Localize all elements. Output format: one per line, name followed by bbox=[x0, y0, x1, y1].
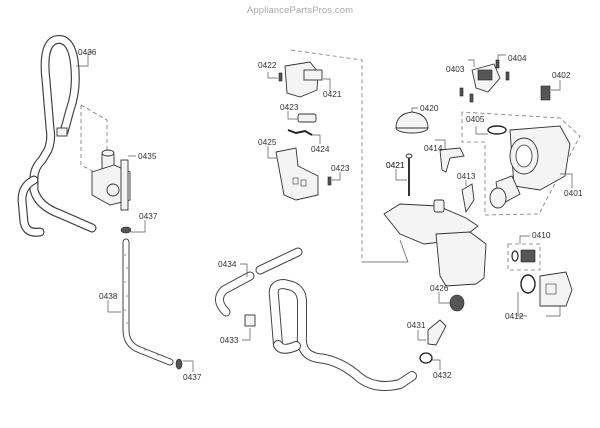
screw-0423-lower[interactable] bbox=[327, 176, 332, 186]
clamp-0413[interactable] bbox=[461, 183, 475, 214]
valve-0410[interactable] bbox=[511, 249, 536, 263]
label-0403[interactable]: 0403 bbox=[446, 64, 465, 74]
drain-hose-0436[interactable] bbox=[17, 34, 97, 237]
sump-base bbox=[383, 199, 487, 287]
hose-clip-0431[interactable] bbox=[427, 319, 447, 346]
label-0422[interactable]: 0421 bbox=[323, 89, 342, 99]
label-0438[interactable]: 0438 bbox=[99, 291, 118, 301]
label-0423-lower[interactable]: 0423 bbox=[331, 163, 350, 173]
drain-hose-loop bbox=[268, 279, 417, 391]
filter-0430[interactable] bbox=[449, 294, 465, 312]
drain-pump-0412[interactable] bbox=[520, 271, 573, 307]
watermark: AppliancePartsPros.com bbox=[246, 5, 354, 16]
screw-0423-upper[interactable] bbox=[278, 72, 283, 82]
cover-0426[interactable] bbox=[275, 147, 319, 201]
switch-0424[interactable] bbox=[297, 113, 317, 123]
screw-0404[interactable] bbox=[459, 59, 510, 103]
rod-0421[interactable] bbox=[405, 153, 413, 196]
seal-ring-0405[interactable] bbox=[487, 125, 507, 135]
label-0413[interactable]: 0413 bbox=[457, 171, 476, 181]
circulation-pump-0401[interactable] bbox=[489, 125, 571, 209]
pump-flange-0403[interactable] bbox=[471, 63, 501, 93]
hose-clamp-0437-upper[interactable] bbox=[120, 226, 132, 234]
hose-clamp-0433[interactable] bbox=[244, 314, 256, 327]
housing-0422[interactable] bbox=[284, 61, 323, 98]
connector-hose-0434[interactable] bbox=[215, 247, 303, 317]
label-0421[interactable]: 0421 bbox=[386, 160, 405, 170]
bracket-0414[interactable] bbox=[439, 147, 465, 173]
hose-clamp-0437-lower[interactable] bbox=[175, 358, 183, 370]
label-0434[interactable]: 0434 bbox=[218, 259, 237, 269]
label-0425[interactable]: 0424 bbox=[311, 144, 330, 154]
label-0405[interactable]: 0405 bbox=[466, 114, 485, 124]
label-0433[interactable]: 0433 bbox=[220, 335, 239, 345]
label-0423-upper[interactable]: 0422 bbox=[258, 60, 277, 70]
label-0432[interactable]: 0432 bbox=[433, 370, 452, 380]
cap-0420[interactable] bbox=[395, 111, 429, 134]
label-0420[interactable]: 0420 bbox=[420, 103, 439, 113]
o-ring-0432[interactable] bbox=[419, 352, 433, 364]
label-0436[interactable]: 0436 bbox=[78, 47, 97, 57]
label-0401[interactable]: 0401 bbox=[564, 188, 583, 198]
label-0421-text[interactable]: 0421 bbox=[386, 160, 405, 170]
label-0426[interactable]: 0425 bbox=[258, 137, 277, 147]
label-0430[interactable]: 0426 bbox=[430, 283, 449, 293]
vent-hose-0438[interactable] bbox=[122, 238, 174, 366]
check-valve-0435[interactable] bbox=[91, 149, 131, 211]
label-0431[interactable]: 0431 bbox=[407, 320, 426, 330]
clip-0402[interactable] bbox=[540, 85, 551, 101]
label-0435[interactable]: 0435 bbox=[138, 151, 157, 161]
wire-clip-0425[interactable] bbox=[287, 129, 313, 136]
label-0437-upper[interactable]: 0437 bbox=[139, 211, 158, 221]
label-0412[interactable]: 0412 bbox=[505, 311, 524, 321]
label-0414[interactable]: 0414 bbox=[424, 143, 443, 153]
label-0402[interactable]: 0402 bbox=[552, 70, 571, 80]
label-0424[interactable]: 0423 bbox=[280, 102, 299, 112]
label-0410[interactable]: 0410 bbox=[532, 230, 551, 240]
label-0437-lower[interactable]: 0437 bbox=[183, 372, 202, 382]
label-0404[interactable]: 0404 bbox=[508, 53, 527, 63]
